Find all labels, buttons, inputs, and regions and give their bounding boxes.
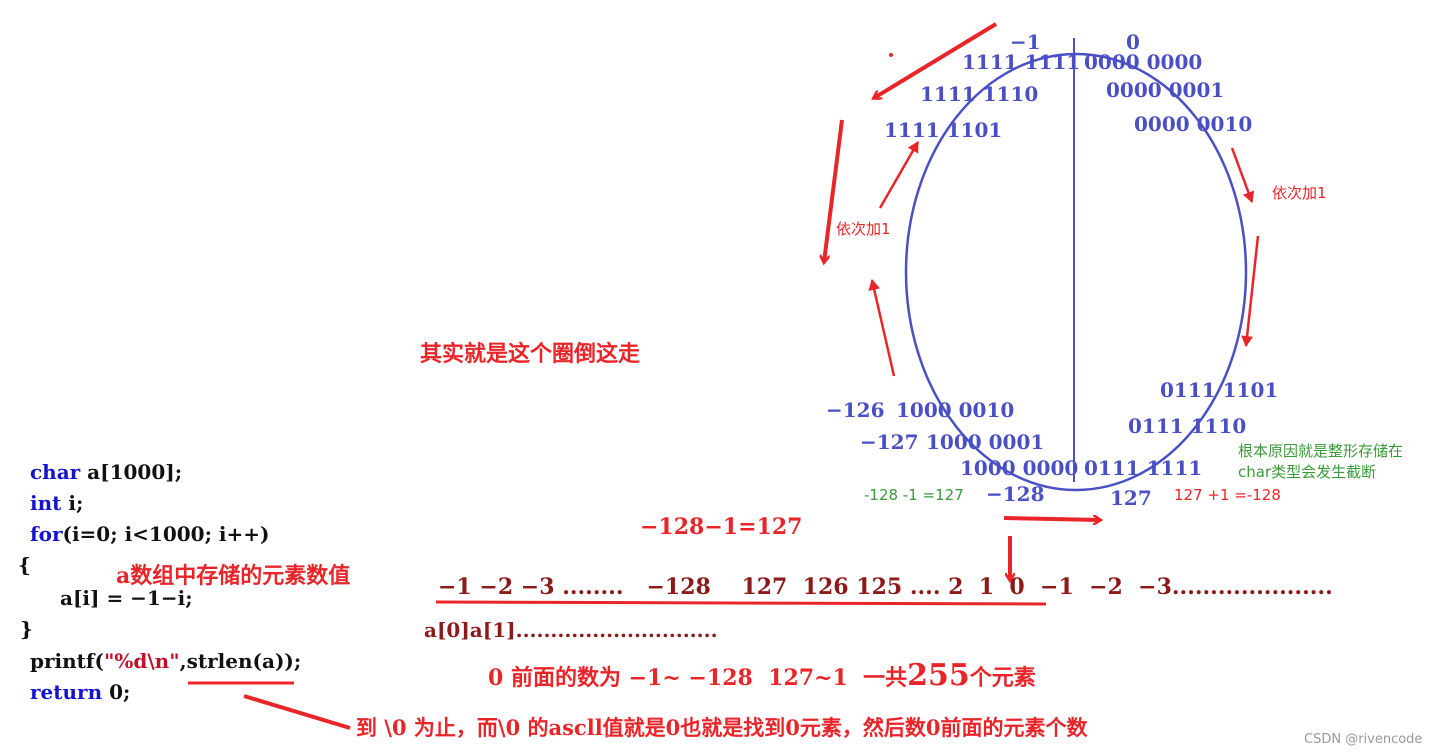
bin-0000-0000: 0000 0000 — [1084, 50, 1203, 74]
kw-char: char — [30, 460, 81, 484]
label-minus127: −127 — [860, 430, 919, 454]
arrow-top-left — [874, 22, 998, 98]
strlen-note: 到 \0 为止，而\0 的ascll值就是0也就是找到0元素，然后数0前面的元素… — [356, 715, 1088, 740]
count-note: 0 前面的数为 −1~ −128 127~1 一共255个元素 — [488, 658, 1036, 693]
watermark: CSDN @rivencode — [1304, 732, 1423, 747]
bin-0000-0010: 0000 0010 — [1134, 112, 1253, 136]
code-printf: printf( — [30, 649, 104, 673]
root-cause-note: 根本原因就是整形存储在 char类型会发生截断 — [1238, 441, 1403, 483]
inc-label-left: 依次加1 — [836, 220, 891, 238]
dot-mark — [889, 53, 893, 57]
code-line-8-rest: 0; — [102, 680, 131, 704]
note-min-minus-one: -128 -1 =127 — [864, 486, 964, 504]
sequence-underline — [435, 600, 1047, 606]
bin-1000-0001: 1000 0001 — [926, 430, 1045, 454]
kw-int: int — [30, 491, 62, 515]
label-minus128: −128 — [986, 482, 1045, 506]
code-format-string: "%d\n" — [103, 649, 180, 673]
arrow-left-down — [824, 119, 844, 262]
arrow-bottom-right — [1003, 518, 1100, 520]
value-sequence: −1 −2 −3 ........ −128 127 126 125 .... … — [438, 574, 1333, 600]
label-127: 127 — [1110, 486, 1152, 510]
index-row: a[0]a[1]............................. — [424, 618, 718, 642]
code-line-5: a[i] = −1−i; — [60, 586, 193, 610]
circle-direction-note: 其实就是这个圈倒这走 — [420, 342, 641, 367]
kw-return: return — [30, 680, 103, 704]
count-note-suffix: 个元素 — [969, 665, 1036, 691]
code-line-2: int i; — [30, 491, 83, 515]
arrow-right-down-2 — [1241, 235, 1260, 347]
arrow-left-up-2 — [868, 279, 896, 377]
inc-label-right: 依次加1 — [1272, 184, 1327, 202]
count-note-prefix: 0 前面的数为 −1~ −128 127~1 一共 — [488, 665, 908, 691]
bin-1111-1110: 1111 1110 — [920, 82, 1039, 106]
overflow-equation: −128−1=127 — [640, 514, 803, 540]
root-cause-line2: char类型会发生截断 — [1238, 463, 1377, 481]
bin-1000-0010: 1000 0010 — [896, 398, 1015, 422]
code-line-4: { — [18, 553, 31, 577]
bin-1111-1111: 1111 1111 — [962, 50, 1081, 74]
code-line-3-rest: (i=0; i<1000; i++) — [62, 522, 270, 546]
code-strlen: ,strlen(a)); — [179, 649, 302, 673]
label-minus1: −1 — [1010, 30, 1041, 54]
label-minus126: −126 — [826, 398, 885, 422]
code-line-6: } — [20, 617, 33, 641]
array-note: a数组中存储的元素数值 — [116, 563, 351, 589]
arrow-right-down-1 — [1230, 147, 1255, 203]
bin-1111-1101: 1111 1101 — [884, 118, 1003, 142]
note-max-plus-one: 127 +1 =-128 — [1174, 486, 1281, 504]
label-zero: 0 — [1126, 30, 1140, 54]
bin-0000-0001: 0000 0001 — [1106, 78, 1225, 102]
kw-for: for — [30, 522, 63, 546]
code-line-1-rest: a[1000]; — [80, 460, 183, 484]
bin-0111-1101: 0111 1101 — [1160, 378, 1279, 402]
code-line-2-rest: i; — [61, 491, 84, 515]
value-cycle-circle — [904, 52, 1248, 492]
count-value: 255 — [907, 658, 970, 693]
root-cause-line1: 根本原因就是整形存储在 — [1238, 442, 1404, 460]
bin-0111-1110: 0111 1110 — [1128, 414, 1247, 438]
bin-1000-0000: 1000 0000 — [960, 456, 1079, 480]
strlen-pointer — [243, 694, 351, 730]
arrow-left-up-1 — [878, 141, 920, 209]
code-line-7: printf("%d\n",strlen(a)); — [30, 649, 301, 673]
code-line-1: char a[1000]; — [30, 460, 182, 484]
code-line-8: return 0; — [30, 680, 130, 704]
code-line-3: for(i=0; i<1000; i++) — [30, 522, 270, 546]
bin-0111-1111: 0111 1111 — [1084, 456, 1203, 480]
